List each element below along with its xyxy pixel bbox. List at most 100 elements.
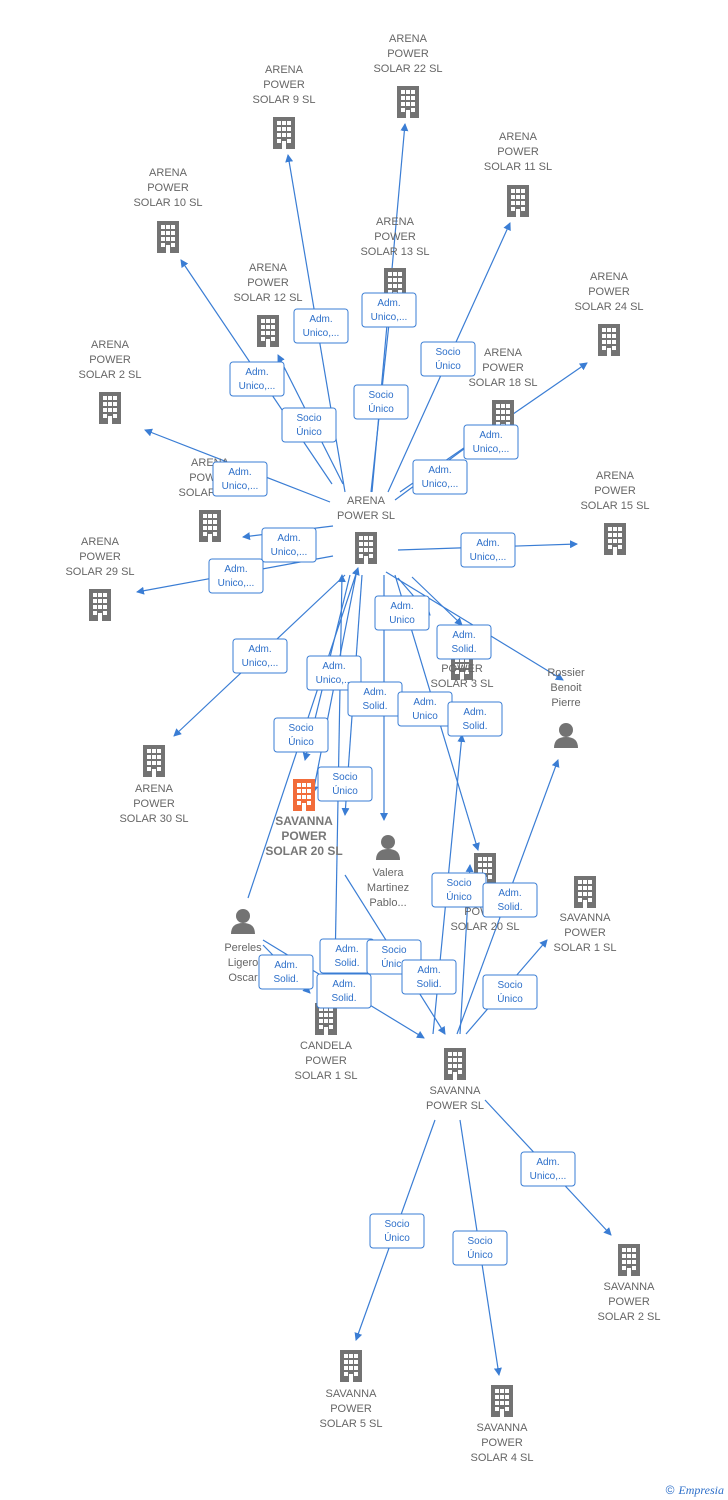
- relation-label[interactable]: Adm.Unico,...: [520, 1151, 576, 1187]
- relation-label[interactable]: Adm.Unico,...: [261, 527, 317, 563]
- relation-label[interactable]: Adm.Unico,...: [412, 459, 468, 495]
- relation-label[interactable]: Adm.Solid.: [316, 973, 372, 1009]
- relation-label[interactable]: Adm.Solid.: [447, 701, 503, 737]
- relation-label[interactable]: Adm.Solid.: [436, 624, 492, 660]
- relation-label[interactable]: Adm.Solid.: [258, 954, 314, 990]
- relation-label[interactable]: Adm.Solid.: [401, 959, 457, 995]
- node-label: SOLAR 18 SL: [468, 377, 537, 389]
- relation-label-text: Unico,...: [218, 578, 255, 589]
- relation-label-text: Adm.: [377, 298, 400, 309]
- node-label: SOLAR 4 SL: [471, 1452, 534, 1464]
- relation-label-text: Único: [381, 957, 407, 970]
- relation-label-text: Único: [288, 735, 314, 748]
- relation-label-text: Unico,...: [239, 381, 276, 392]
- building-icon: [574, 876, 596, 908]
- building-icon: [273, 117, 295, 149]
- node-label: SOLAR 2 SL: [79, 369, 142, 381]
- node-label: SOLAR 22 SL: [373, 63, 442, 75]
- relation-label-box: [316, 973, 372, 1009]
- relation-label-text: Adm.: [479, 430, 502, 441]
- relation-label-text: Socio: [435, 347, 460, 358]
- relation-label[interactable]: Adm.Solid.: [319, 938, 375, 974]
- node-label: CANDELA: [300, 1040, 353, 1052]
- node-label: ARENA: [265, 64, 304, 76]
- relation-label[interactable]: Adm. Unico,...: [208, 558, 264, 594]
- relation-label[interactable]: Adm.Unico,...: [306, 655, 362, 691]
- node-label: ARENA: [590, 271, 629, 283]
- relation-label-text: Adm.: [476, 538, 499, 549]
- node-label: POWER: [482, 362, 524, 374]
- relation-label[interactable]: Adm.Unico,...: [463, 424, 519, 460]
- relation-label-box: [353, 384, 409, 420]
- relation-label-text: Adm.: [452, 630, 475, 641]
- relation-label-box: [420, 341, 476, 377]
- relation-label[interactable]: Adm.Unico,...: [232, 638, 288, 674]
- footer: ©Empresia: [666, 1483, 724, 1498]
- relation-label-text: Unico,...: [222, 481, 259, 492]
- relation-label[interactable]: Adm.Unico: [397, 691, 453, 727]
- relation-label[interactable]: Adm.Unico,...: [293, 308, 349, 344]
- relation-label[interactable]: Adm.Unico,...: [460, 532, 516, 568]
- relation-label-text: Socio: [368, 390, 393, 401]
- node-label: POWER: [594, 485, 636, 497]
- relation-label-text: Adm.: [224, 564, 247, 575]
- relation-label[interactable]: Adm.Solid.: [482, 882, 538, 918]
- node-label: SOLAR 30 SL: [119, 813, 188, 825]
- node-label: POWER: [441, 663, 483, 675]
- relation-label[interactable]: Adm.Solid.: [347, 681, 403, 717]
- relation-label[interactable]: Adm.Unico,...: [361, 292, 417, 328]
- node-label: SOLAR 1 SL: [295, 1070, 358, 1082]
- node-label: POWER: [263, 79, 305, 91]
- relation-label-text: Adm.: [390, 601, 413, 612]
- relation-label-text: Único: [332, 784, 358, 797]
- relation-label[interactable]: Adm.Unico: [374, 595, 430, 631]
- person-node[interactable]: ValeraMartinezPablo...: [367, 835, 409, 909]
- brand-logo[interactable]: Empresia: [678, 1483, 724, 1497]
- relation-label-box: [436, 624, 492, 660]
- node-label: Pierre: [551, 697, 580, 709]
- node-label: Ligero: [228, 957, 259, 969]
- node-label: SAVANNA: [430, 1085, 482, 1097]
- building-icon: [491, 1385, 513, 1417]
- relation-label-text: Adm.: [498, 888, 521, 899]
- relation-label-box: [447, 701, 503, 737]
- relation-label-text: Único: [467, 1248, 493, 1261]
- relation-label-text: Único: [497, 992, 523, 1005]
- relation-label[interactable]: Adm.Unico,...: [212, 461, 268, 497]
- relation-label-box: [374, 595, 430, 631]
- node-label: SOLAR 5 SL: [320, 1418, 383, 1430]
- relation-label-text: Solid.: [334, 958, 359, 969]
- relation-label[interactable]: Adm.Unico,...: [229, 361, 285, 397]
